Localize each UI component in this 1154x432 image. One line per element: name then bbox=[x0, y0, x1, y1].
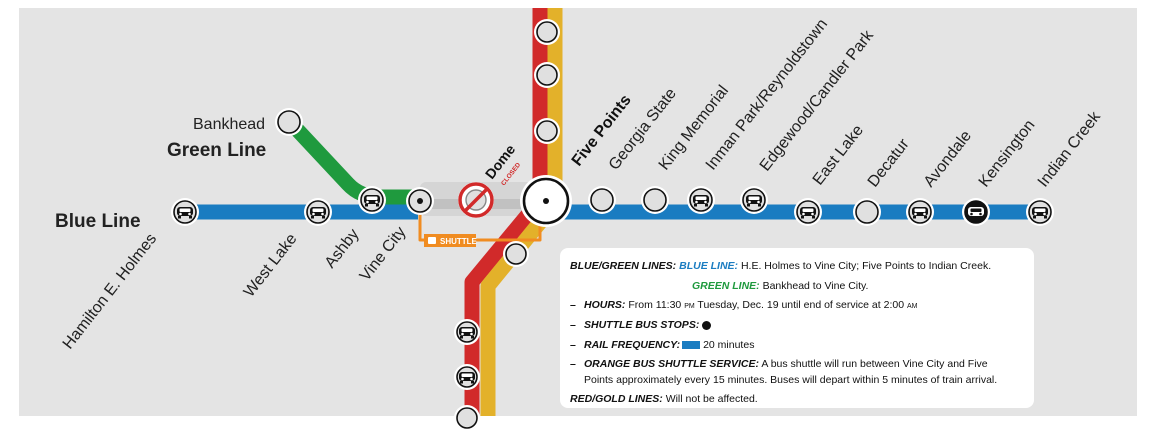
info-orange-row: –ORANGE BUS SHUTTLE SERVICE: A bus shutt… bbox=[570, 358, 988, 371]
info-hours-row: –HOURS: From 11:30 PM Tuesday, Dec. 19 u… bbox=[570, 299, 918, 312]
blue-line-swatch-icon bbox=[682, 340, 701, 349]
info-red-gold-row: RED/GOLD LINES: Will not be affected. bbox=[570, 393, 1024, 407]
station-red-south-3-bus bbox=[454, 364, 480, 390]
shuttle-tag bbox=[424, 234, 476, 247]
info-hours-pm: PM bbox=[684, 303, 695, 311]
station-georgia-state bbox=[588, 186, 616, 214]
station-red-north-2 bbox=[534, 62, 560, 88]
info-orange-label: ORANGE BUS SHUTTLE SERVICE: bbox=[584, 358, 760, 371]
green-line-label: Green Line bbox=[167, 140, 266, 161]
info-blue-line-text: H.E. Holmes to Vine City; Five Points to… bbox=[740, 260, 992, 272]
info-rail-frequency-label: RAIL FREQUENCY: bbox=[584, 338, 681, 351]
station-decatur bbox=[853, 198, 881, 226]
station-ashby-bus bbox=[358, 186, 386, 214]
shuttle-tag-label: SHUTTLE bbox=[440, 237, 478, 246]
station-east-lake-bus bbox=[794, 198, 822, 226]
label-bankhead: Bankhead bbox=[193, 116, 265, 133]
shuttle-stop-dot bbox=[417, 198, 423, 204]
info-rail-frequency-row: –RAIL FREQUENCY:20 minutes bbox=[570, 338, 755, 351]
station-red-south-4 bbox=[454, 405, 480, 431]
station-edgewood-bus bbox=[740, 186, 768, 214]
info-orange-text-1: A bus shuttle will run between Vine City… bbox=[761, 358, 988, 371]
station-kensington-bus bbox=[962, 198, 990, 226]
info-orange-row-2: Points approximately every 15 minutes. B… bbox=[570, 374, 1024, 388]
info-shuttle-stops-label: SHUTTLE BUS STOPS: bbox=[584, 318, 700, 331]
station-red-south-2-bus bbox=[454, 319, 480, 345]
service-info-panel: BLUE/GREEN LINES: BLUE LINE: H.E. Holmes… bbox=[560, 248, 1034, 408]
info-hours-am: AM bbox=[906, 303, 918, 311]
info-hours-label: HOURS: bbox=[584, 299, 626, 312]
station-dome-closed bbox=[458, 182, 494, 218]
info-hours-text-2: Tuesday, Dec. 19 until end of service at… bbox=[697, 299, 905, 312]
info-blue-green-label: BLUE/GREEN LINES: bbox=[570, 260, 677, 272]
info-rail-frequency-text: 20 minutes bbox=[703, 338, 755, 351]
info-shuttle-stops-row: –SHUTTLE BUS STOPS: bbox=[570, 319, 1024, 333]
station-vine-city bbox=[406, 187, 434, 215]
station-five-points bbox=[520, 175, 572, 227]
station-west-lake-bus bbox=[304, 198, 332, 226]
info-blue-green-row: BLUE/GREEN LINES: BLUE LINE: H.E. Holmes… bbox=[570, 260, 1024, 274]
info-blue-line-label: BLUE LINE: bbox=[679, 260, 739, 272]
station-red-north-1 bbox=[534, 19, 560, 45]
station-avondale-bus bbox=[906, 198, 934, 226]
info-orange-text-2: Points approximately every 15 minutes. B… bbox=[584, 373, 998, 386]
info-green-row: GREEN LINE: Bankhead to Vine City. bbox=[570, 280, 1024, 294]
info-red-gold-label: RED/GOLD LINES: bbox=[570, 393, 663, 406]
station-king-memorial bbox=[641, 186, 669, 214]
closed-icon bbox=[458, 182, 494, 218]
blue-line-label: Blue Line bbox=[55, 211, 141, 232]
info-hours-text-1: From 11:30 bbox=[628, 299, 682, 312]
station-red-north-3 bbox=[534, 118, 560, 144]
station-bankhead bbox=[275, 108, 303, 136]
info-green-line-text: Bankhead to Vine City. bbox=[762, 279, 869, 292]
info-red-gold-text: Will not be affected. bbox=[665, 393, 758, 406]
station-hamilton-bus bbox=[171, 198, 199, 226]
info-green-line-label: GREEN LINE: bbox=[692, 279, 760, 292]
station-indian-creek-bus bbox=[1026, 198, 1054, 226]
shuttle-stop-dot bbox=[543, 198, 549, 204]
station-inman-park-bus bbox=[687, 186, 715, 214]
shuttle-tag-bus-icon bbox=[428, 237, 436, 244]
shuttle-stop-dot-icon bbox=[702, 320, 712, 330]
station-red-south-1 bbox=[503, 241, 529, 267]
